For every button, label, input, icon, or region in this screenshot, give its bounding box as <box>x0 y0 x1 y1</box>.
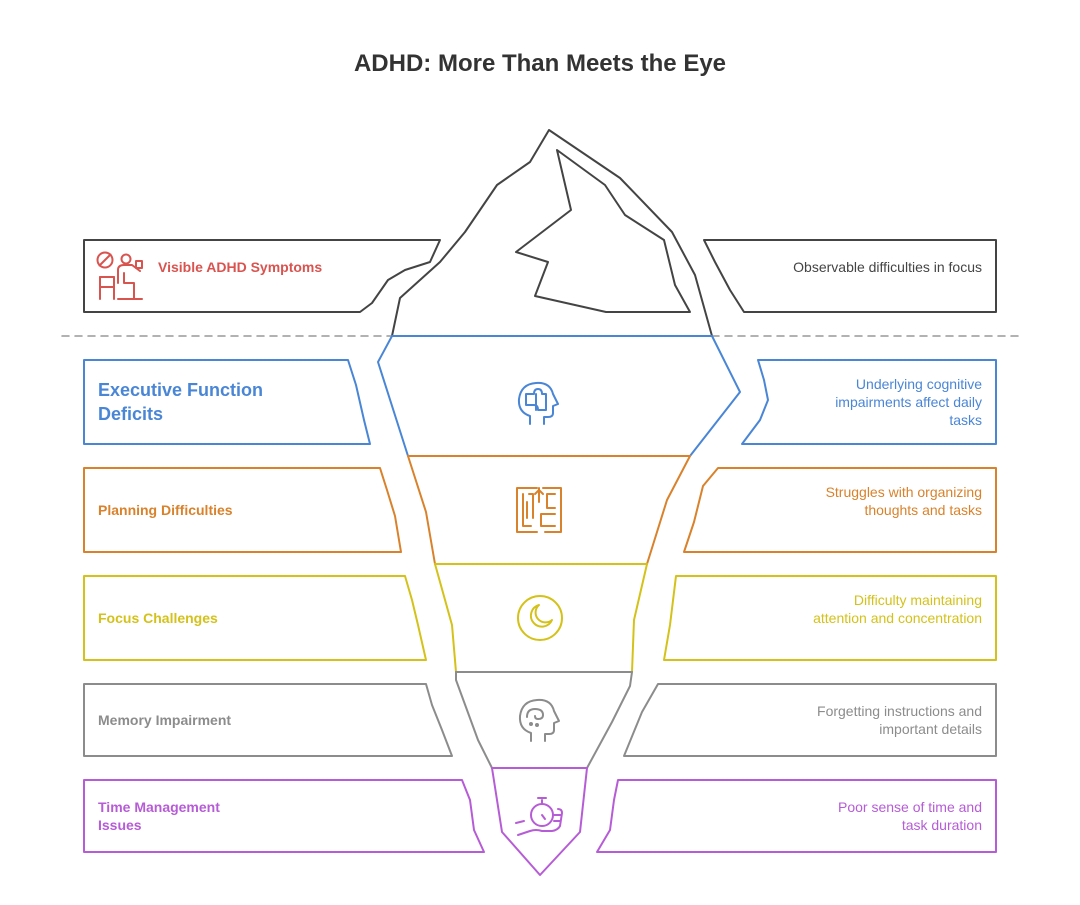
description-time: Poor sense of time and task duration <box>838 799 982 833</box>
iceberg-wall-right-planning <box>646 455 691 565</box>
description-memory: Forgetting instructions and important de… <box>817 703 982 737</box>
iceberg-wall-right-memory <box>586 671 633 769</box>
iceberg-wall-left-focus <box>434 563 457 673</box>
description-box-focus <box>663 575 997 661</box>
label-executive: Executive Function Deficits <box>98 380 264 424</box>
label-time: Time Management Issues <box>98 799 220 833</box>
moon-icon <box>517 595 563 641</box>
description-box-planning <box>683 467 997 553</box>
description-executive: Underlying cognitive impairments affect … <box>835 376 982 428</box>
description-box-visible <box>703 239 997 313</box>
person-desk-icon <box>96 251 143 300</box>
iceberg-wall-left <box>377 335 409 457</box>
label-memory: Memory Impairment <box>98 712 232 728</box>
label-planning: Planning Difficulties <box>98 502 233 518</box>
description-visible: Observable difficulties in focus <box>793 259 982 275</box>
iceberg-wall-left-memory <box>455 671 493 769</box>
iceberg-wall-right-focus <box>631 563 648 673</box>
label-box-time <box>83 779 485 853</box>
puzzle-head-icon <box>517 381 559 425</box>
label-box-focus <box>83 575 427 661</box>
stopwatch-hand-icon <box>515 797 563 836</box>
iceberg-wall-left-planning <box>407 455 436 565</box>
description-box-time <box>596 779 997 853</box>
iceberg-tip-inner <box>515 149 691 313</box>
label-box-memory <box>83 683 453 757</box>
description-focus: Difficulty maintaining attention and con… <box>813 592 982 626</box>
label-box-executive <box>83 359 371 445</box>
label-visible: Visible ADHD Symptoms <box>158 259 323 275</box>
description-planning: Struggles with organizing thoughts and t… <box>825 484 982 518</box>
label-focus: Focus Challenges <box>98 610 218 626</box>
iceberg-tip-outer <box>391 129 713 337</box>
iceberg-wall-time <box>491 767 588 876</box>
maze-icon <box>516 487 562 533</box>
memory-head-icon <box>518 698 560 742</box>
label-box-visible <box>83 239 441 313</box>
page-title: ADHD: More Than Meets the Eye <box>353 50 727 77</box>
description-box-executive <box>741 359 997 445</box>
label-box-planning <box>83 467 402 553</box>
description-box-memory <box>623 683 997 757</box>
iceberg-wall-right <box>689 335 741 457</box>
